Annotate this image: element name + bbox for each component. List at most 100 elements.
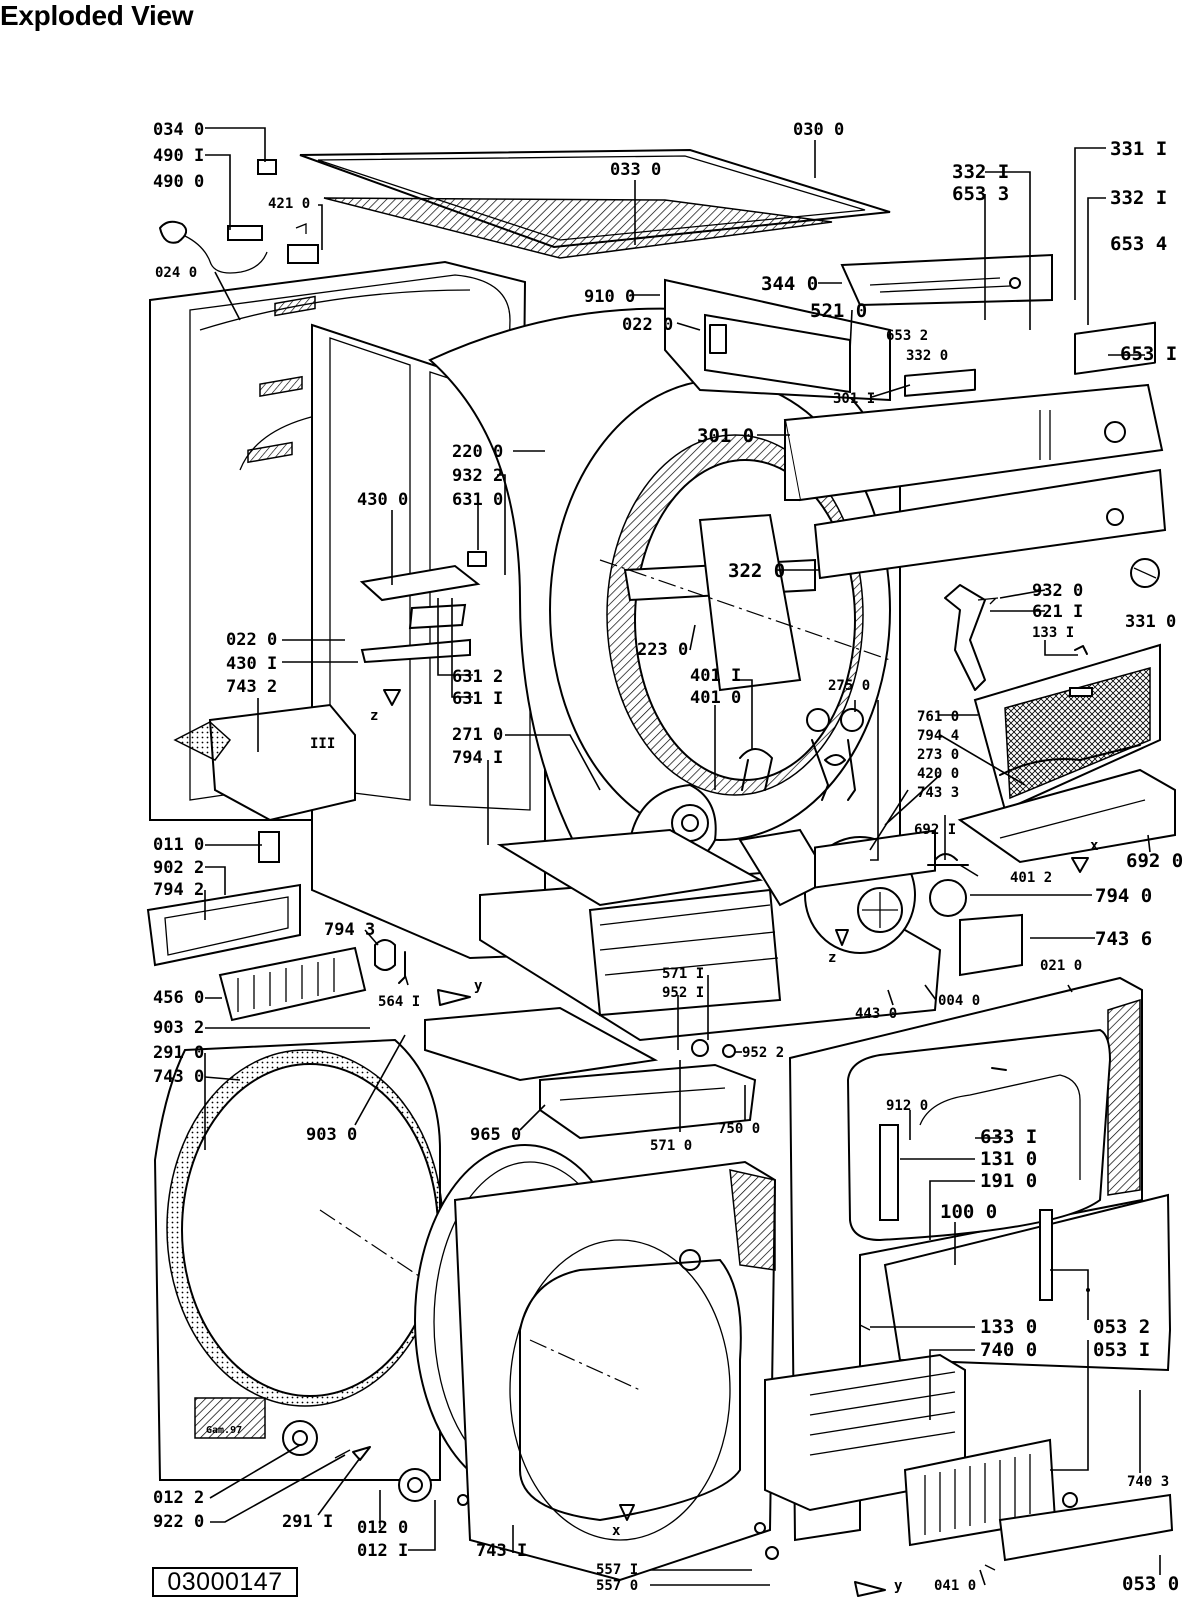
label-401-0: 401 0 xyxy=(690,688,741,708)
top-cover-part xyxy=(299,148,891,259)
label-761-0: 761 0 xyxy=(917,709,959,725)
front-panel-part xyxy=(788,976,1143,1542)
label-133-0: 133 0 xyxy=(980,1316,1037,1338)
label-653-1: 653 I xyxy=(1120,343,1177,365)
label-022-0-top: 022 0 xyxy=(622,315,673,335)
label-794-1: 794 I xyxy=(452,748,503,768)
label-030-0: 030 0 xyxy=(793,120,844,140)
label-420-0: 420 0 xyxy=(917,766,959,782)
x-marker-right: x xyxy=(1090,838,1099,854)
label-743-3: 743 3 xyxy=(917,785,959,801)
y-marker-bottom: y xyxy=(894,1578,903,1594)
label-191-0: 191 0 xyxy=(980,1170,1037,1192)
label-490-0: 490 0 xyxy=(153,172,204,192)
label-291-1: 291 I xyxy=(282,1512,333,1532)
drum-part xyxy=(428,307,901,891)
label-301-1: 301 I xyxy=(833,391,875,407)
part-labels: 034 0 490 I 490 0 421 0 024 0 030 0 033 … xyxy=(153,120,1183,1595)
misc-small-parts xyxy=(754,853,1090,1571)
label-331-0: 331 0 xyxy=(1125,612,1176,632)
view-markers: z z x y x y III Gam.97 xyxy=(206,689,1099,1597)
label-564-1: 564 I xyxy=(378,994,420,1010)
label-743-0: 743 0 xyxy=(153,1067,204,1087)
roman-three-marker: III xyxy=(310,736,335,752)
date-stamp: Gam.97 xyxy=(206,1425,242,1436)
label-740-3: 740 3 xyxy=(1127,1474,1169,1490)
label-430-1: 430 I xyxy=(226,654,277,674)
label-133-1: 133 I xyxy=(1032,625,1074,641)
foot-part xyxy=(398,1468,469,1506)
lever-part xyxy=(944,584,1088,691)
page-title: Exploded View xyxy=(0,0,194,31)
label-922-0: 922 0 xyxy=(153,1512,204,1532)
label-571-0: 571 0 xyxy=(650,1138,692,1154)
heater-part xyxy=(146,831,406,1022)
duct-part xyxy=(957,744,1176,864)
label-932-0: 932 0 xyxy=(1032,581,1083,601)
label-021-0: 021 0 xyxy=(1040,958,1082,974)
label-965-0: 965 0 xyxy=(470,1125,521,1145)
label-952-2: 952 2 xyxy=(742,1045,784,1061)
label-794-4: 794 4 xyxy=(917,728,959,744)
water-container-part xyxy=(424,1006,757,1140)
label-743-2: 743 2 xyxy=(226,677,277,697)
label-012-0: 012 0 xyxy=(357,1518,408,1538)
label-401-2: 401 2 xyxy=(1010,870,1052,886)
label-271-0: 271 0 xyxy=(452,725,503,745)
power-cord-part xyxy=(159,159,319,274)
front-bulkhead-part xyxy=(453,1160,777,1582)
label-430-0: 430 0 xyxy=(357,490,408,510)
label-653-2: 653 2 xyxy=(886,328,928,344)
plinth-part xyxy=(998,1492,1174,1562)
control-panel-part xyxy=(783,368,1164,502)
label-794-2: 794 2 xyxy=(153,880,204,900)
label-443-0: 443 0 xyxy=(855,1006,897,1022)
label-273-0: 273 0 xyxy=(917,747,959,763)
label-633-1: 633 I xyxy=(980,1126,1037,1148)
label-794-0: 794 0 xyxy=(1095,885,1152,907)
drawing-code-box: 03000147 xyxy=(152,1567,298,1597)
label-932-2: 932 2 xyxy=(452,466,503,486)
label-910-0: 910 0 xyxy=(584,287,635,307)
label-490-1: 490 I xyxy=(153,146,204,166)
filter-part xyxy=(973,643,1161,812)
label-631-2: 631 2 xyxy=(452,667,503,687)
leader-lines xyxy=(204,127,1161,1586)
label-557-0: 557 0 xyxy=(596,1578,638,1594)
label-456-0: 456 0 xyxy=(153,988,204,1008)
label-041-0: 041 0 xyxy=(934,1578,976,1594)
label-332-0: 332 0 xyxy=(906,348,948,364)
label-557-1: 557 I xyxy=(596,1562,638,1578)
label-571-1-top: 571 I xyxy=(662,966,704,982)
label-012-2: 012 2 xyxy=(153,1488,204,1508)
label-331-1: 331 I xyxy=(1110,138,1167,160)
pcb-part xyxy=(840,253,1053,307)
label-903-2: 903 2 xyxy=(153,1018,204,1038)
z-marker-left: z xyxy=(370,708,378,724)
label-743-1: 743 I xyxy=(476,1541,527,1561)
label-053-2: 053 2 xyxy=(1093,1316,1150,1338)
knob-part xyxy=(1130,558,1160,588)
label-653-3: 653 3 xyxy=(952,183,1009,205)
label-344-0: 344 0 xyxy=(761,273,818,295)
label-421-0: 421 0 xyxy=(268,196,310,212)
y-marker-mid: y xyxy=(474,978,483,994)
fascia-part xyxy=(813,321,1167,580)
tensioner-part xyxy=(806,708,864,801)
base-frame-part xyxy=(479,828,942,1042)
label-692-0: 692 0 xyxy=(1126,850,1183,872)
label-332-1-b: 332 I xyxy=(1110,187,1167,209)
label-743-6: 743 6 xyxy=(1095,928,1152,950)
label-952-1: 952 I xyxy=(662,985,704,1001)
label-011-0: 011 0 xyxy=(153,835,204,855)
label-301-0: 301 0 xyxy=(697,425,754,447)
label-631-0: 631 0 xyxy=(452,490,503,510)
label-033-0: 033 0 xyxy=(610,160,661,180)
label-053-0: 053 0 xyxy=(1122,1573,1179,1595)
label-401-1: 401 I xyxy=(690,666,741,686)
label-100-0: 100 0 xyxy=(940,1201,997,1223)
label-903-0: 903 0 xyxy=(306,1125,357,1145)
label-131-0: 131 0 xyxy=(980,1148,1037,1170)
label-912-0: 912 0 xyxy=(886,1098,928,1114)
x-marker-bottom: x xyxy=(612,1523,621,1539)
